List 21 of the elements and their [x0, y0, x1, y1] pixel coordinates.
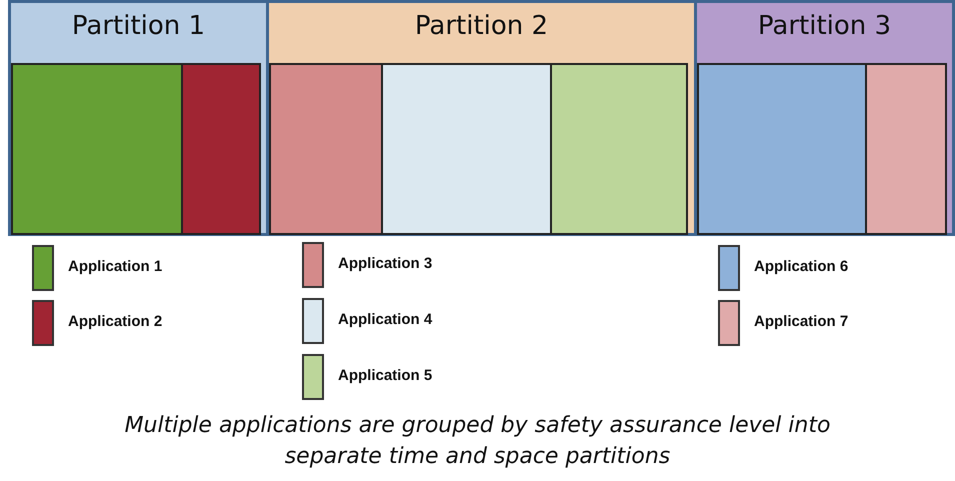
partition-panel: [694, 0, 955, 236]
application-block: [550, 63, 688, 235]
legend-label: Application 6: [754, 258, 848, 275]
legend-label: Application 5: [338, 367, 432, 384]
application-block: [865, 63, 947, 235]
legend-label: Application 3: [338, 255, 432, 272]
partition-title: Partition 2: [414, 11, 550, 41]
partition-title: Partition 3: [756, 11, 892, 41]
partition-panel: [266, 0, 697, 236]
legend-label: Application 7: [754, 313, 848, 330]
legend-label: Application 4: [338, 311, 432, 328]
application-block: [11, 63, 183, 235]
partition-panel: [8, 0, 269, 236]
legend-label: Application 1: [68, 258, 162, 275]
legend-label: Application 2: [68, 313, 162, 330]
caption: Multiple applications are grouped by safety assurance level into separate time and space partitions: [124, 412, 832, 471]
partition-title: Partition 1: [70, 11, 206, 41]
application-block: [381, 63, 552, 235]
application-block: [697, 63, 867, 235]
application-block: [269, 63, 383, 235]
application-block: [181, 63, 261, 235]
